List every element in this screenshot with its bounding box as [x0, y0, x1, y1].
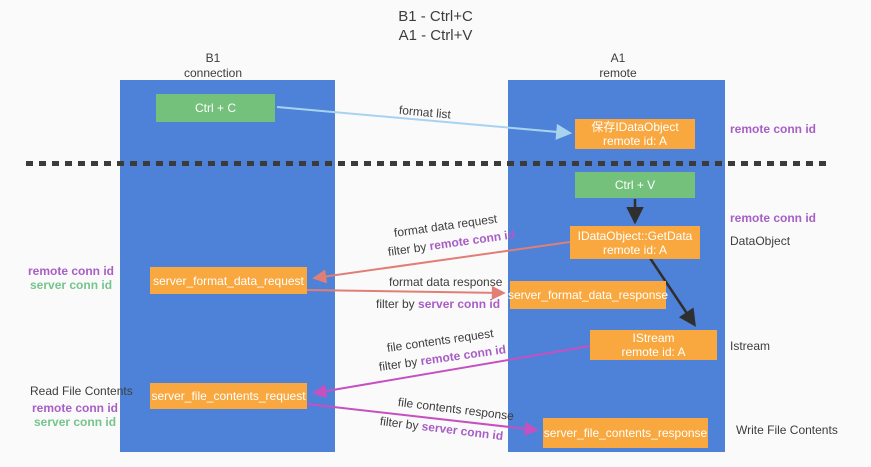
edge-label-format-list: format list	[398, 103, 452, 122]
left-column-header-line1: B1	[205, 51, 221, 65]
node-ctrl-v-label: Ctrl + V	[614, 178, 656, 192]
right-column-header: A1 remote	[538, 51, 698, 81]
filter-by-text: filter by	[379, 414, 423, 434]
edge-label-filter-server-1: filter by server conn id	[376, 297, 500, 311]
node-idataobject-getdata-line1: IDataObject::GetData	[577, 228, 693, 243]
left-column-header: B1 connection	[133, 51, 293, 81]
node-idataobject-getdata-line2: remote id: A	[602, 242, 668, 257]
right-label-dataobject: DataObject	[730, 234, 791, 248]
node-istream: IStream remote id: A	[590, 330, 717, 360]
server-conn-id-text: server conn id	[418, 297, 501, 311]
node-server-file-contents-request-label: server_file_contents_request	[151, 389, 306, 403]
node-istream-line2: remote id: A	[621, 345, 686, 359]
arrow-format-data-response	[306, 285, 506, 300]
node-save-idataobject-line1: 保存IDataObject	[591, 120, 679, 134]
title-line-2: A1 - Ctrl+V	[398, 27, 473, 44]
left-label-remote-conn-id-top: remote conn id	[28, 264, 115, 278]
right-label-remote-conn-id-mid: remote conn id	[730, 211, 817, 225]
title-line-1: B1 - Ctrl+C	[398, 8, 473, 25]
server-conn-id-text: server conn id	[420, 419, 504, 444]
node-server-file-contents-response: server_file_contents_response	[543, 418, 708, 448]
edge-label-format-data-response: format data response	[389, 275, 503, 289]
left-label-server-conn-id-bottom: server conn id	[34, 415, 117, 429]
right-column-header-line1: A1	[610, 51, 626, 65]
right-label-remote-conn-id-top: remote conn id	[730, 122, 817, 136]
diagram-title: B1 - Ctrl+C A1 - Ctrl+V	[0, 7, 871, 45]
left-column-header-line2: connection	[183, 66, 243, 80]
filter-by-text: filter by	[376, 297, 419, 311]
filter-by-text: filter by	[378, 354, 422, 374]
node-idataobject-getdata: IDataObject::GetData remote id: A	[570, 226, 700, 259]
node-ctrl-c: Ctrl + C	[156, 94, 275, 122]
left-label-remote-conn-id-bottom: remote conn id	[32, 401, 119, 415]
node-server-format-data-response: server_format_data_response	[507, 281, 669, 309]
node-save-idataobject: 保存IDataObject remote id: A	[575, 119, 695, 149]
node-server-format-data-response-label: server_format_data_response	[507, 288, 669, 302]
node-server-format-data-request-label: server_format_data_request	[153, 273, 304, 288]
left-label-read-file-contents: Read File Contents	[30, 384, 133, 398]
node-server-format-data-request: server_format_data_request	[150, 267, 307, 294]
node-ctrl-v: Ctrl + V	[575, 172, 695, 198]
node-ctrl-c-label: Ctrl + C	[194, 101, 236, 115]
dashed-separator-line	[26, 161, 832, 166]
left-label-server-conn-id-top: server conn id	[30, 278, 113, 292]
right-column-header-line2: remote	[599, 66, 637, 80]
node-save-idataobject-line2: remote id: A	[602, 134, 668, 148]
node-istream-line1: IStream	[632, 331, 675, 345]
right-label-istream: Istream	[730, 339, 771, 353]
node-server-file-contents-response-label: server_file_contents_response	[543, 426, 708, 440]
right-label-write-file-contents: Write File Contents	[736, 423, 838, 437]
filter-by-text: filter by	[387, 239, 431, 259]
node-server-file-contents-request: server_file_contents_request	[150, 383, 307, 409]
